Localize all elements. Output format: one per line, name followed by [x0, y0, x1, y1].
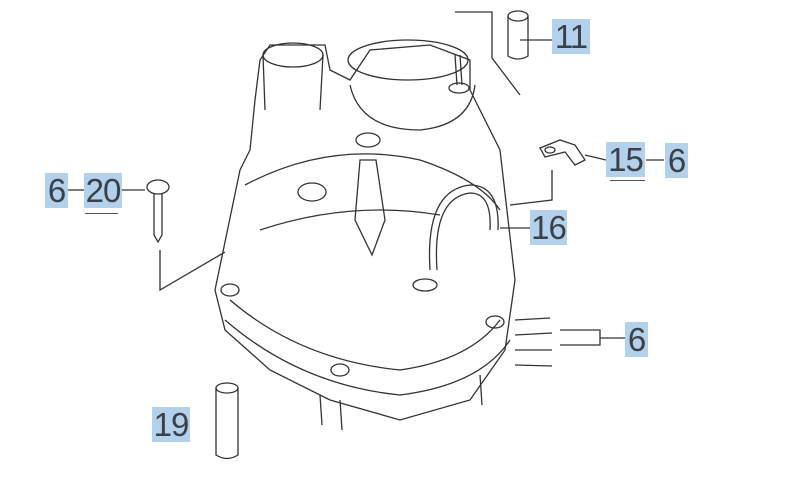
callout-15: 15: [606, 142, 645, 177]
callout-terminals-quantity: 6: [625, 322, 648, 357]
callout-15-quantity: 6: [665, 143, 688, 178]
callout-15-underline: [610, 180, 645, 181]
callout-11: 11: [552, 19, 590, 54]
callout-19: 19: [152, 406, 190, 443]
heater-body: [214, 39, 553, 431]
callout-20-quantity: 6: [45, 173, 68, 208]
leader-lines: [68, 11, 664, 346]
terminal-15: [539, 139, 586, 166]
callout-20-underline: [85, 213, 118, 214]
screw-20: [146, 179, 170, 244]
callout-16: 16: [530, 209, 567, 246]
callout-20: 20: [84, 172, 122, 209]
spacer-11: [507, 10, 529, 60]
spacer-19: [215, 382, 239, 460]
